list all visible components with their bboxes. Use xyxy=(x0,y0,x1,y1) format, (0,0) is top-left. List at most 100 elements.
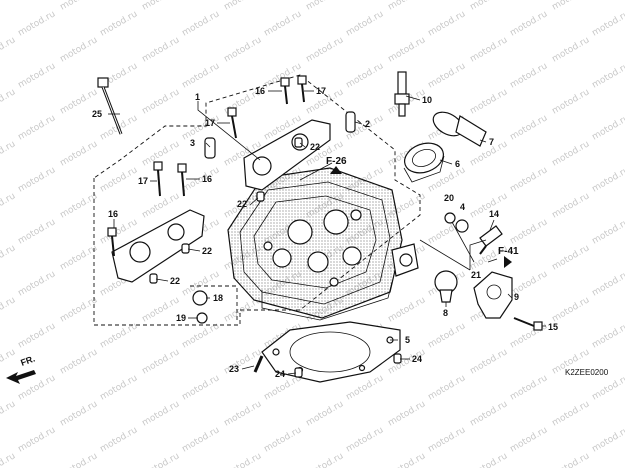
watermark-text: motod.ru xyxy=(141,451,182,468)
watermark-text: motod.ru xyxy=(181,61,222,90)
dowel-pins-24 xyxy=(294,353,402,378)
watermark-text: motod.ru xyxy=(551,139,592,168)
watermark-text: motod.ru xyxy=(17,61,58,90)
watermark-text: motod.ru xyxy=(223,399,264,428)
f41-reference-arrow xyxy=(504,256,512,268)
callout-8: 8 xyxy=(443,308,448,318)
bolt-25 xyxy=(97,77,123,135)
watermark-text: motod.ru xyxy=(387,0,428,13)
watermark-text: motod.ru xyxy=(59,0,100,13)
watermark-text: motod.ru xyxy=(99,165,140,194)
assembly-outline xyxy=(93,74,421,326)
cylinder-head xyxy=(227,167,419,321)
watermark-text: motod.ru xyxy=(469,0,510,13)
watermark-text: motod.ru xyxy=(17,321,58,350)
watermark-text: motod.ru xyxy=(0,243,17,272)
thermostat-cover-9 xyxy=(473,271,513,319)
watermark-text: motod.ru xyxy=(141,0,182,13)
callout-4: 4 xyxy=(460,202,465,212)
watermark-text: motod.ru xyxy=(263,9,304,38)
watermark-text: motod.ru xyxy=(0,295,17,324)
watermark-text: motod.ru xyxy=(469,87,510,116)
watermark-text: motod.ru xyxy=(263,425,304,454)
front-label: FR. xyxy=(19,354,36,368)
watermark-text: motod.ru xyxy=(551,451,592,468)
watermark-text: motod.ru xyxy=(387,399,428,428)
bolts-16-17 xyxy=(107,75,307,257)
sensor-14 xyxy=(479,225,503,255)
callout-22-right: 22 xyxy=(202,246,212,256)
watermark-text: motod.ru xyxy=(591,217,625,246)
watermark-text: motod.ru xyxy=(591,113,625,142)
spark-plug-10 xyxy=(394,71,410,117)
watermark-text: motod.ru xyxy=(17,217,58,246)
watermark-text: motod.ru xyxy=(551,191,592,220)
watermark-text: motod.ru xyxy=(509,113,550,142)
camshaft-holder-left xyxy=(111,209,205,283)
insulator-6 xyxy=(403,142,445,183)
leader-lines xyxy=(108,90,546,375)
callout-23: 23 xyxy=(229,364,239,374)
watermark-text: motod.ru xyxy=(469,347,510,376)
watermark-text: motod.ru xyxy=(59,451,100,468)
watermark-text: motod.ru xyxy=(509,217,550,246)
reference-f26: F-26 xyxy=(326,156,347,167)
front-direction-arrow xyxy=(6,370,36,384)
watermark-text: motod.ru xyxy=(0,399,17,428)
watermark-text: motod.ru xyxy=(17,165,58,194)
watermark-text: motod.ru xyxy=(59,191,100,220)
watermark-text: motod.ru xyxy=(305,35,346,64)
callout-9: 9 xyxy=(514,292,519,302)
watermark-text: motod.ru xyxy=(181,165,222,194)
callout-18: 18 xyxy=(213,293,223,303)
callout-22-top: 22 xyxy=(310,142,320,152)
watermark-text: motod.ru xyxy=(17,9,58,38)
watermark-text: motod.ru xyxy=(59,295,100,324)
callout-16-left: 16 xyxy=(108,209,118,219)
callout-21: 21 xyxy=(471,270,481,280)
watermark-text: motod.ru xyxy=(427,425,468,454)
watermark-text: motod.ru xyxy=(387,295,428,324)
watermark-text: motod.ru xyxy=(181,425,222,454)
dowel-pins-22 xyxy=(149,137,303,284)
watermark-text: motod.ru xyxy=(141,35,182,64)
watermark-text: motod.ru xyxy=(223,451,264,468)
watermark-text: motod.ru xyxy=(0,0,17,13)
callout-17-left: 17 xyxy=(138,176,148,186)
watermark-text: motod.ru xyxy=(509,9,550,38)
watermark-text: motod.ru xyxy=(181,9,222,38)
watermark-text: motod.ru xyxy=(141,87,182,116)
watermark-text: motod.ru xyxy=(59,399,100,428)
watermark-text: motod.ru xyxy=(0,139,17,168)
sub-outline-18 xyxy=(190,285,238,322)
watermark-text: motod.ru xyxy=(427,9,468,38)
callout-17-mid: 17 xyxy=(205,118,215,128)
f26-reference-arrow xyxy=(330,166,342,174)
callout-24-left: 24 xyxy=(275,369,285,379)
oil-orifice-2-3 xyxy=(204,111,356,159)
watermark-text: motod.ru xyxy=(99,9,140,38)
watermark-text: motod.ru xyxy=(591,9,625,38)
band-clamp-7 xyxy=(432,111,487,147)
watermark-text: motod.ru xyxy=(509,425,550,454)
watermark-text: motod.ru xyxy=(469,451,510,468)
watermark-text: motod.ru xyxy=(17,113,58,142)
watermark-text: motod.ru xyxy=(0,35,17,64)
callout-20: 20 xyxy=(444,193,454,203)
watermark-text: motod.ru xyxy=(387,35,428,64)
watermark-text: motod.ru xyxy=(551,243,592,272)
watermark-text: motod.ru xyxy=(469,35,510,64)
callout-6: 6 xyxy=(455,159,460,169)
watermark-text: motod.ru xyxy=(181,373,222,402)
watermark-text: motod.ru xyxy=(305,399,346,428)
thermostat-8 xyxy=(434,270,458,303)
callout-24-right: 24 xyxy=(412,354,422,364)
watermark-text: motod.ru xyxy=(99,321,140,350)
watermark-text: motod.ru xyxy=(427,61,468,90)
bolt-15 xyxy=(513,317,543,331)
watermark-text: motod.ru xyxy=(0,191,17,220)
watermark-text: motod.ru xyxy=(223,0,264,13)
watermark-text: motod.ru xyxy=(141,347,182,376)
watermark-text: motod.ru xyxy=(0,347,17,376)
callout-1: 1 xyxy=(195,92,200,102)
